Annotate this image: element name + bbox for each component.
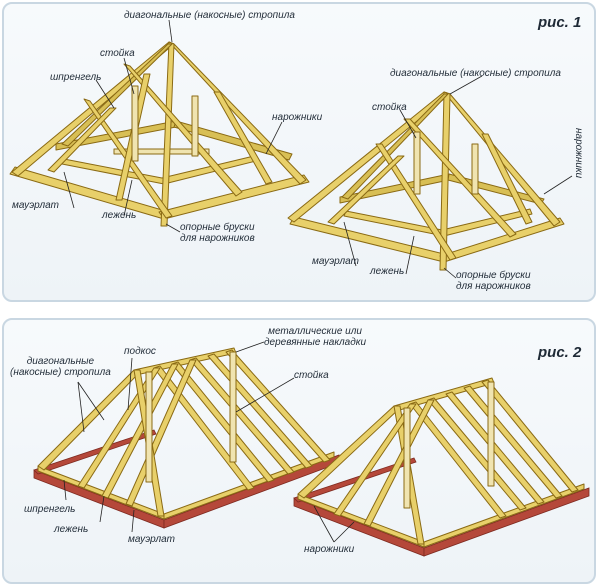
label-opor-left: опорные бруски для нарожников bbox=[180, 222, 255, 244]
label-narozhniki-right: нарожники bbox=[573, 128, 584, 179]
label-lezhen-left: лежень bbox=[102, 210, 137, 221]
label-mauerlat-left: мауэрлат bbox=[12, 200, 59, 211]
figure-2-panel: рис. 2 диагональные (накосные) стропила … bbox=[2, 318, 596, 584]
label-podkos: подкос bbox=[124, 346, 156, 357]
label-lezhen-right: лежень bbox=[370, 266, 405, 277]
label-mauerlat-fig2: мауэрлат bbox=[128, 534, 175, 545]
post-left bbox=[131, 85, 139, 162]
hip-rafter-left-3 bbox=[160, 41, 175, 227]
figure-1-panel: рис. 1 диагональные (накосные) стропила … bbox=[2, 2, 596, 302]
label-diag-rafters-top: диагональные (накосные) стропила bbox=[124, 10, 295, 21]
mauerlat-left-right bbox=[158, 174, 310, 220]
label-shprengel-fig2: шпренгель bbox=[24, 504, 76, 515]
label-metal-plates: металлические или деревянные накладки bbox=[264, 326, 367, 348]
label-narozhniki-fig2: нарожники bbox=[304, 544, 355, 555]
figure-2-caption: рис. 2 bbox=[538, 344, 582, 361]
label-shprengel: шпренгель bbox=[50, 72, 102, 83]
brick-wall-right-right bbox=[423, 487, 590, 557]
label-opor-right: опорные бруски для нарожников bbox=[456, 270, 531, 292]
label-diag-rafters-right: диагональные (накосные) стропила bbox=[390, 68, 561, 79]
mauerlat-left-back2 bbox=[173, 120, 293, 161]
label-lezhen-fig2: лежень bbox=[54, 524, 89, 535]
figure-1-drawing bbox=[9, 19, 573, 279]
figure-1-caption: рис. 1 bbox=[538, 14, 582, 31]
label-post-fig2: стойка bbox=[294, 370, 329, 381]
label-post-left: стойка bbox=[100, 48, 135, 59]
label-diag-rafters-fig2: диагональные (накосные) стропила bbox=[10, 356, 111, 378]
label-post-right: стойка bbox=[372, 102, 407, 113]
figure-2-drawing bbox=[33, 341, 590, 557]
label-mauerlat-right: мауэрлат bbox=[312, 256, 359, 267]
label-narozhniki-left: нарожники bbox=[272, 112, 323, 123]
